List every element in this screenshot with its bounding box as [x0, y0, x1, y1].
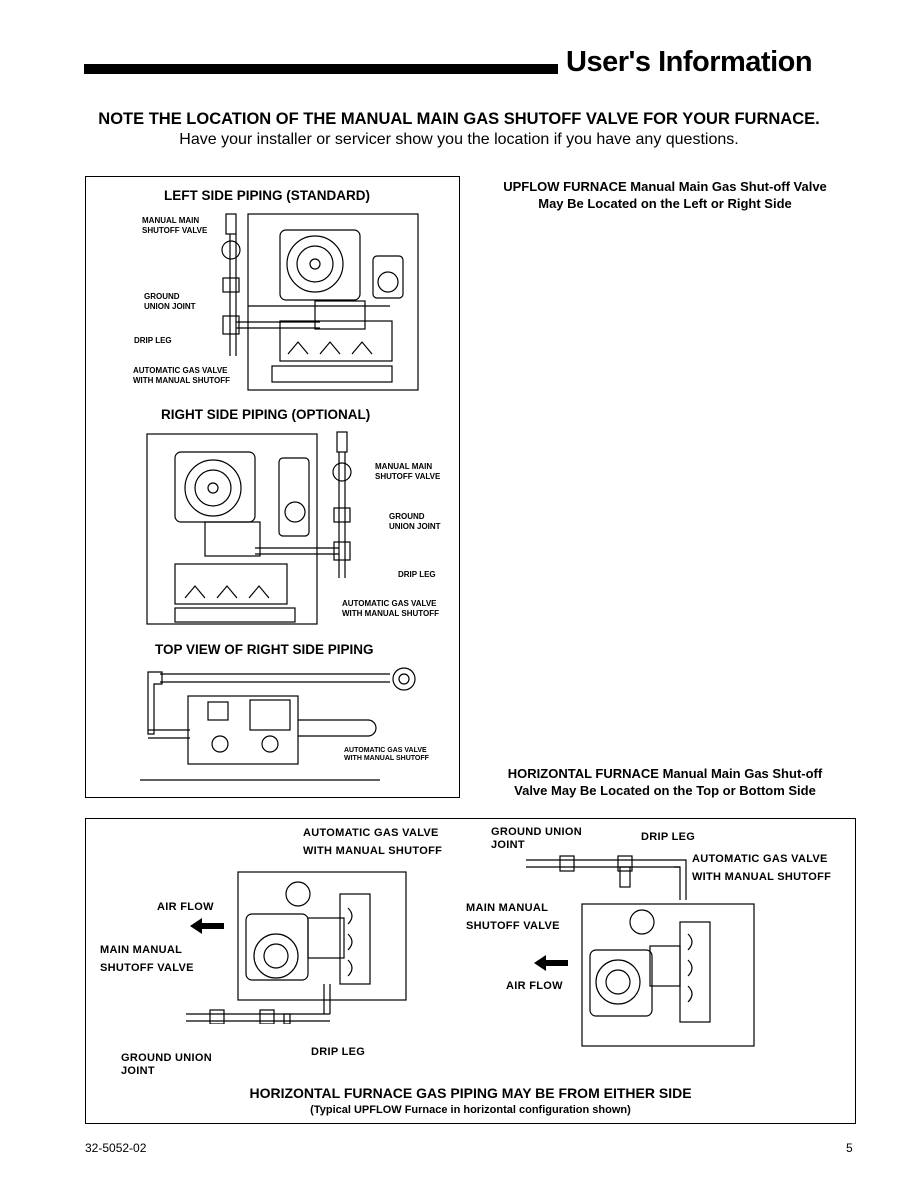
page-title: User's Information — [566, 46, 813, 78]
page-number: 5 — [846, 1141, 853, 1155]
upflow-diagram-panel — [85, 176, 460, 798]
right-auto-gas-line2: WITH MANUAL SHUTOFF — [342, 609, 440, 618]
upflow-caption-line2: May Be Located on the Left or Right Side — [538, 196, 792, 211]
left-side-piping-title: LEFT SIDE PIPING (STANDARD) — [164, 188, 371, 203]
right-side-piping-illustration — [146, 431, 352, 625]
right-h-ground-line1: GROUND UNION — [491, 826, 582, 838]
left-h-ground-line1: GROUND UNION — [121, 1052, 212, 1064]
horizontal-caption-line1: HORIZONTAL FURNACE Manual Main Gas Shut-… — [507, 766, 823, 781]
top-view-piping-illustration — [140, 667, 416, 781]
left-auto-gas-line2: WITH MANUAL SHUTOFF — [133, 376, 231, 385]
right-air-flow-label: AIR FLOW — [506, 980, 563, 992]
right-ground-line2: UNION JOINT — [389, 522, 441, 531]
left-side-piping-illustration — [221, 213, 419, 391]
right-h-auto-gas-line1: AUTOMATIC GAS VALVE — [692, 853, 828, 865]
left-auto-gas-valve-label: AUTOMATIC GAS VALVE WITH MANUAL SHUTOFF — [133, 366, 230, 386]
note-subline: Have your installer or servicer show you… — [179, 131, 739, 148]
left-h-auto-gas-line1: AUTOMATIC GAS VALVE — [303, 827, 439, 839]
horizontal-footer-subtitle: (Typical UPFLOW Furnace in horizontal co… — [310, 1104, 631, 1116]
note-headline: NOTE THE LOCATION OF THE MANUAL MAIN GAS… — [98, 110, 820, 128]
left-manual-main-line2: SHUTOFF VALVE — [142, 226, 208, 235]
upflow-caption-line1: UPFLOW FURNACE Manual Main Gas Shut-off … — [503, 179, 827, 194]
horizontal-footer-title: HORIZONTAL FURNACE GAS PIPING MAY BE FRO… — [249, 1085, 692, 1101]
left-air-flow-arrow-icon — [190, 918, 224, 934]
header-rule — [84, 64, 558, 74]
upflow-caption: UPFLOW FURNACE Manual Main Gas Shut-off … — [470, 178, 860, 212]
left-h-main-manual-line2: SHUTOFF VALVE — [100, 962, 194, 974]
right-ground-line1: GROUND — [389, 512, 425, 521]
left-ground-union-label: GROUND UNION JOINT — [144, 292, 196, 312]
document-number: 32-5052-02 — [85, 1141, 147, 1155]
horizontal-furnace-right-illustration — [526, 855, 755, 1047]
top-auto-gas-valve-label: AUTOMATIC GAS VALVE WITH MANUAL SHUTOFF — [344, 747, 429, 763]
horizontal-caption-line2: Valve May Be Located on the Top or Botto… — [514, 783, 816, 798]
left-drip-leg-label: DRIP LEG — [134, 336, 172, 345]
right-h-main-manual-line2: SHUTOFF VALVE — [466, 920, 560, 932]
top-view-piping-title: TOP VIEW OF RIGHT SIDE PIPING — [155, 642, 374, 657]
left-main-manual-shutoff-label: MAIN MANUAL SHUTOFF VALVE — [100, 941, 194, 977]
left-h-main-manual-line1: MAIN MANUAL — [100, 944, 183, 956]
left-h-ground-line2: JOINT — [121, 1065, 155, 1077]
right-auto-gas-valve-label: AUTOMATIC GAS VALVE WITH MANUAL SHUTOFF — [342, 599, 439, 619]
right-h-main-manual-line1: MAIN MANUAL — [466, 902, 549, 914]
left-manual-main-label: MANUAL MAIN SHUTOFF VALVE — [142, 216, 207, 236]
left-ground-line1: GROUND — [144, 292, 180, 301]
right-ground-union-label-h: GROUND UNION JOINT — [491, 826, 582, 852]
horizontal-diagram-panel — [85, 818, 856, 1124]
right-drip-leg-label: DRIP LEG — [398, 570, 436, 579]
left-auto-gas-valve-label-h: AUTOMATIC GAS VALVE WITH MANUAL SHUTOFF — [303, 824, 442, 860]
left-air-flow-label: AIR FLOW — [157, 901, 214, 913]
right-main-manual-shutoff-label: MAIN MANUAL SHUTOFF VALVE — [466, 899, 560, 935]
right-drip-leg-label-h: DRIP LEG — [641, 831, 696, 843]
right-auto-gas-valve-label-h: AUTOMATIC GAS VALVE WITH MANUAL SHUTOFF — [692, 850, 831, 886]
horizontal-furnace-left-illustration — [186, 871, 407, 1024]
right-manual-main-line1: MANUAL MAIN — [375, 462, 433, 471]
right-auto-gas-line1: AUTOMATIC GAS VALVE — [342, 599, 437, 608]
right-ground-union-label: GROUND UNION JOINT — [389, 512, 441, 532]
right-side-piping-title: RIGHT SIDE PIPING (OPTIONAL) — [161, 407, 371, 422]
top-auto-gas-line1: AUTOMATIC GAS VALVE — [344, 747, 427, 754]
right-manual-main-line2: SHUTOFF VALVE — [375, 472, 441, 481]
left-ground-line2: UNION JOINT — [144, 302, 196, 311]
left-h-auto-gas-line2: WITH MANUAL SHUTOFF — [303, 845, 443, 857]
horizontal-caption: HORIZONTAL FURNACE Manual Main Gas Shut-… — [470, 765, 860, 799]
right-h-ground-line2: JOINT — [491, 839, 525, 851]
left-auto-gas-line1: AUTOMATIC GAS VALVE — [133, 366, 228, 375]
left-ground-union-label-h: GROUND UNION JOINT — [121, 1052, 212, 1078]
top-auto-gas-line2: WITH MANUAL SHUTOFF — [344, 755, 429, 762]
left-manual-main-line1: MANUAL MAIN — [142, 216, 200, 225]
left-drip-leg-label-h: DRIP LEG — [311, 1046, 366, 1058]
right-air-flow-arrow-icon — [534, 955, 568, 971]
right-h-auto-gas-line2: WITH MANUAL SHUTOFF — [692, 871, 832, 883]
right-manual-main-label: MANUAL MAIN SHUTOFF VALVE — [375, 462, 440, 482]
